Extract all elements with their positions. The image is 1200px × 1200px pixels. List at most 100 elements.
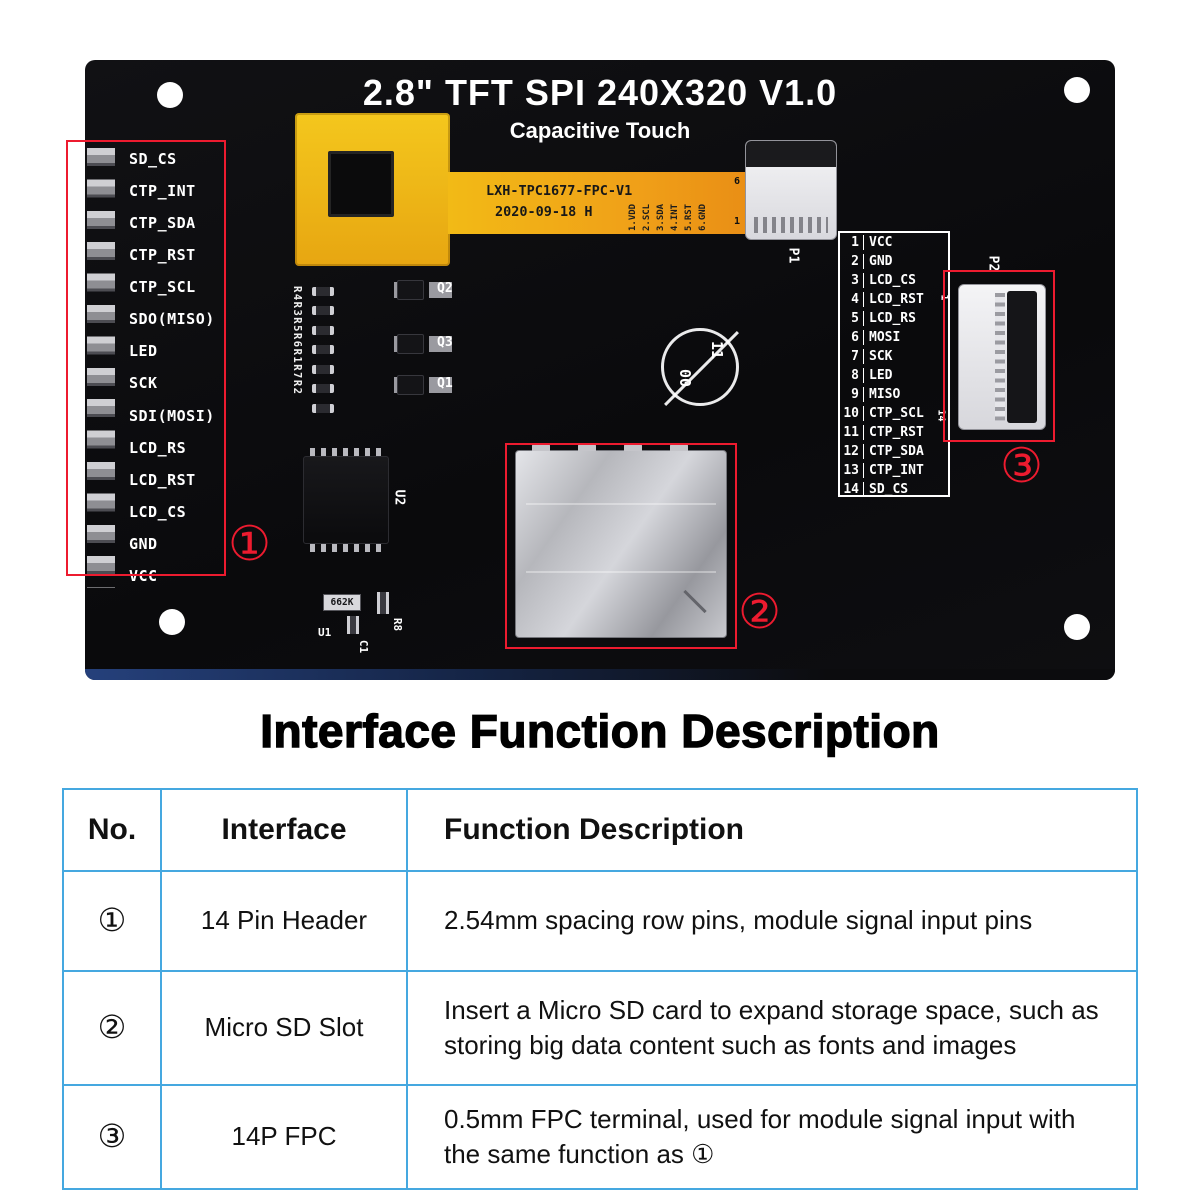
pinout-row: 12 CTP_SDA	[840, 442, 948, 461]
connector-pins	[754, 217, 828, 233]
pin-label: CTP_INT	[129, 182, 196, 201]
pinout-name: CTP_SDA	[869, 444, 924, 459]
u1-silkscreen-label: U1	[318, 626, 332, 639]
sd-contact-tab	[624, 444, 642, 451]
resistor	[312, 365, 334, 374]
pin-label: SD_CS	[129, 150, 177, 168]
pin-label: SDI(MOSI)	[129, 406, 215, 425]
resistor	[377, 592, 389, 614]
transistor-label: Q2	[437, 281, 453, 296]
section-title: Interface Function Description	[260, 704, 940, 757]
flex-model-text: LXH-TPC1677-FPC-V1	[486, 183, 633, 199]
pinout-number: 5	[840, 311, 864, 326]
pinout-row: 10 CTP_SCL	[840, 404, 948, 423]
lcd-edge-strip	[85, 669, 1115, 680]
flex-pin: 3.SDA	[656, 203, 666, 231]
touch-controller-chip	[328, 151, 394, 217]
table-row-2-description: Insert a Micro SD card to expand storage…	[408, 972, 1136, 1086]
pin-label: CTP_SDA	[129, 214, 196, 233]
p2-silkscreen-label: P2	[985, 255, 1001, 272]
pinout-number: 10	[840, 406, 864, 421]
flex-pin: 4.INT	[670, 203, 680, 231]
pinout-number: 7	[840, 349, 864, 364]
flex-pin-number-first: 6	[734, 176, 741, 187]
mounting-hole	[159, 609, 185, 635]
pin-header-14pin	[87, 148, 115, 588]
resistor	[312, 404, 334, 413]
resistor-silkscreen-labels: R4R3R5R6R1R7R2	[291, 286, 303, 396]
callout-number-1: ①	[228, 516, 272, 572]
circle-marking-left: 00	[676, 368, 695, 388]
table-row-3-interface: 14P FPC	[162, 1086, 408, 1188]
table-row-2-no: ②	[64, 972, 162, 1086]
sd-contact-tab	[670, 444, 688, 451]
sd-housing-line	[526, 571, 716, 573]
pin-label: GND	[129, 534, 158, 553]
annotation-box-fpc	[943, 270, 1055, 442]
pinout-number: 1	[840, 235, 864, 250]
pinout-name: LED	[869, 368, 893, 383]
pcb-title: 2.8" TFT SPI 240X320 V1.0	[362, 72, 838, 113]
pinout-number: 14	[840, 482, 864, 497]
flex-date-text: 2020-09-18 H	[495, 204, 593, 220]
pinout-name: CTP_INT	[869, 463, 924, 478]
touch-flex-cof	[295, 113, 450, 266]
annotation-box-sd-slot	[505, 443, 737, 649]
pin-label: SDO(MISO)	[129, 310, 215, 329]
transistor-label: Q3	[437, 335, 453, 350]
resistor	[312, 345, 334, 354]
table-header-description: Function Description	[408, 790, 1136, 872]
pin-label: CTP_RST	[129, 246, 196, 265]
driver-ic-u2	[303, 448, 389, 552]
resistor	[312, 287, 334, 296]
micro-sd-slot	[515, 444, 727, 638]
pinout-name: CTP_SCL	[869, 406, 924, 421]
component-662k: 662K	[323, 594, 361, 611]
fpc-connector-p2	[958, 284, 1046, 430]
sd-contact-tab	[532, 444, 550, 451]
pinout-name: SCK	[869, 349, 893, 364]
table-row-1-description: 2.54mm spacing row pins, module signal i…	[408, 872, 1136, 972]
pinout-number: 2	[840, 254, 864, 269]
transistor-label: Q1	[437, 376, 453, 391]
table-row-2-interface: Micro SD Slot	[162, 972, 408, 1086]
transistor-package	[397, 375, 424, 395]
u2-silkscreen-label: U2	[391, 489, 407, 506]
pinout-row: 6 MOSI	[840, 328, 948, 347]
pinout-number: 9	[840, 387, 864, 402]
mounting-hole	[1064, 77, 1090, 103]
pinout-name: MOSI	[869, 330, 901, 345]
capacitor	[347, 616, 359, 634]
connector-contacts	[995, 293, 1005, 421]
circle-marking-right: 11	[708, 340, 727, 360]
pinout-name: MISO	[869, 387, 901, 402]
pcb-subtitle: Capacitive Touch	[509, 118, 691, 143]
flex-pin: 5.RST	[684, 203, 694, 231]
pin-label: LED	[129, 342, 158, 361]
pin-label: LCD_CS	[129, 502, 187, 521]
pinout-number: 12	[840, 444, 864, 459]
c1-silkscreen-label: C1	[357, 639, 371, 654]
pin-label: LCD_RS	[129, 438, 187, 457]
connector-slot	[1007, 291, 1037, 423]
callout-number-2: ②	[738, 584, 782, 640]
table-header-no: No.	[64, 790, 162, 872]
pinout-number: 6	[840, 330, 864, 345]
pinout-row: 9 MISO	[840, 385, 948, 404]
mounting-hole	[1064, 614, 1090, 640]
p1-silkscreen-label: P1	[785, 247, 801, 264]
pinout-number: 3	[840, 273, 864, 288]
circle-silkscreen-marking: 00 11	[661, 328, 739, 406]
mounting-hole	[157, 82, 183, 108]
transistor-package	[397, 280, 424, 300]
pinout-number: 4	[840, 292, 864, 307]
